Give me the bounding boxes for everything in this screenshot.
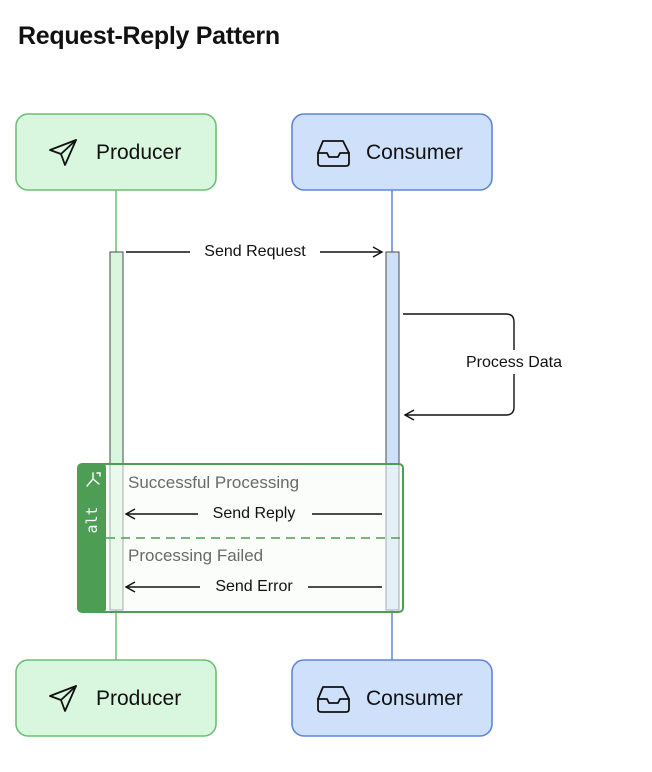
diagram-title: Request-Reply Pattern [18, 22, 280, 50]
participant-producer-bottom[interactable]: Producer [15, 659, 217, 737]
alt-fragment: alt Successful Processing Processing Fai… [77, 463, 404, 613]
producer-label: Producer [96, 141, 181, 164]
send-request-label: Send Request [204, 243, 306, 260]
message-send-reply: Send Reply [124, 505, 382, 522]
message-send-request: Send Request [126, 243, 384, 260]
branch-icon [86, 472, 101, 487]
participant-producer-top[interactable]: Producer [15, 113, 217, 191]
alt-tag-bar [78, 464, 106, 612]
message-send-error: Send Error [124, 578, 382, 595]
send-icon [49, 139, 77, 166]
send-error-label: Send Error [215, 578, 293, 595]
inbox-icon [317, 140, 350, 167]
inbox-icon [317, 686, 350, 713]
producer-label: Producer [96, 687, 181, 710]
consumer-label: Consumer [366, 687, 463, 710]
send-icon [49, 685, 77, 712]
participant-consumer-top[interactable]: Consumer [291, 113, 493, 191]
message-process-data: Process Data [403, 313, 572, 421]
consumer-label: Consumer [366, 141, 463, 164]
alt-tag-label: alt [83, 506, 101, 533]
participant-consumer-bottom[interactable]: Consumer [291, 659, 493, 737]
process-data-label: Process Data [466, 354, 562, 371]
condition-successful-processing: Successful Processing [128, 473, 299, 492]
send-reply-label: Send Reply [213, 505, 296, 522]
condition-processing-failed: Processing Failed [128, 546, 263, 565]
